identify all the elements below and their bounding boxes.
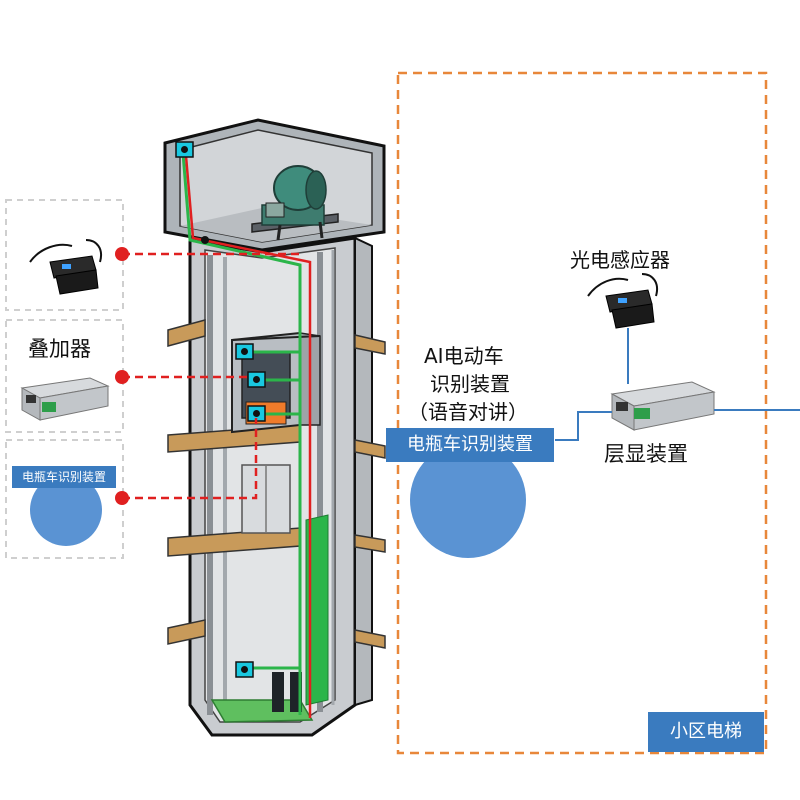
superimposer-device-box (5, 319, 124, 433)
community-elevator-label: 小区电梯 (648, 712, 764, 752)
ebike-detection-circle-large (410, 442, 526, 558)
photoelectric-sensor-icon (29, 239, 102, 295)
camera-icons (175, 141, 266, 678)
sensor-device-box (5, 199, 124, 311)
superimposer-label: 叠加器 (28, 337, 91, 361)
floor-display-label: 层显装置 (604, 442, 688, 466)
ebike-device-label-large: 电瓶车识别装置 (386, 428, 554, 462)
signal-cables (181, 152, 312, 718)
device-connection-lines (115, 247, 300, 505)
traction-motor-icon (251, 165, 339, 241)
ebike-device-label-small: 电瓶车识别装置 (12, 466, 116, 488)
network-box-icon (20, 377, 110, 421)
community-elevator-frame (396, 71, 768, 755)
photo-sensor-label: 光电感应器 (570, 248, 670, 272)
ai-recognition-line3: （语音对讲） (408, 400, 528, 424)
ai-recognition-line2: 识别装置 (430, 372, 510, 396)
photoelectric-sensor-icon-right (587, 273, 658, 329)
ebike-detection-circle-small (30, 474, 102, 546)
ai-recognition-line1: AI电动车 (424, 344, 504, 368)
blue-connection-lines (555, 328, 800, 441)
floor-display-device-icon (610, 381, 716, 431)
